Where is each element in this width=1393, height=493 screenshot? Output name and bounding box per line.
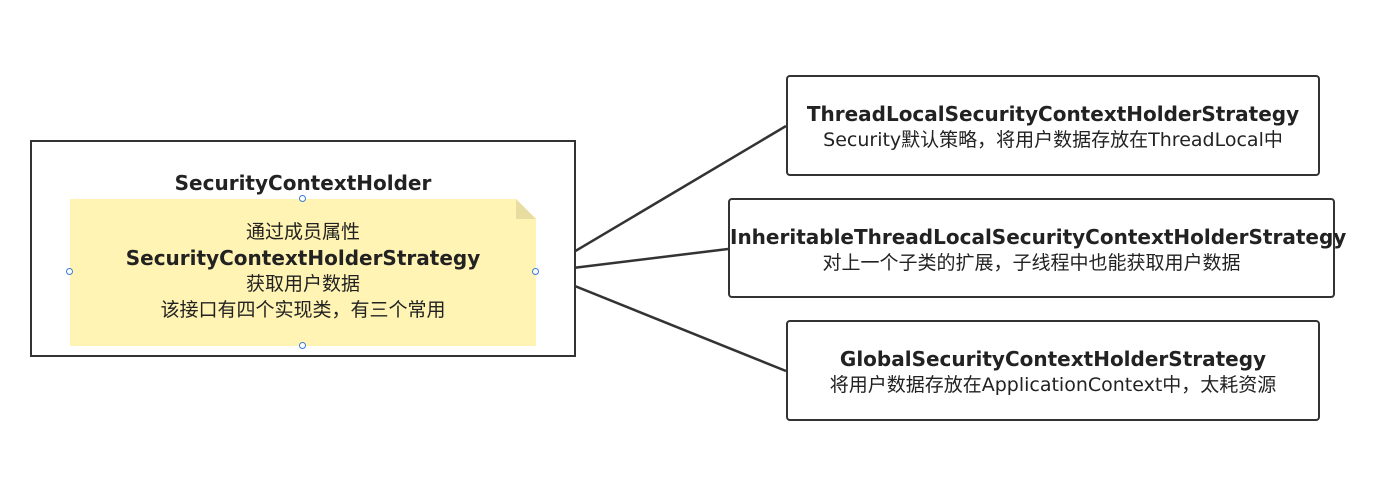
note-line-2: SecurityContextHolderStrategy [125,246,481,270]
note-text: 通过成员属性 SecurityContextHolderStrategy 获取用… [70,219,536,323]
holder-title: SecurityContextHolder [174,171,432,195]
strategy-description: Security默认策略，将用户数据存放在ThreadLocal中 [823,129,1283,151]
connector-global[interactable] [526,261,787,373]
strategy-description: 对上一个子类的扩展，子线程中也能获取用户数据 [822,252,1241,274]
note-shape [70,199,536,346]
note-line-1: 通过成员属性 [245,221,360,243]
selection-handle-bottom[interactable] [299,342,306,349]
connector-threadlocal[interactable] [526,124,787,285]
selection-handle-top[interactable] [299,195,306,202]
strategy-box-threadlocal[interactable]: ThreadLocalSecurityContextHolderStrategy… [786,75,1320,176]
note-line-3: 获取用户数据 [245,273,360,295]
selection-handle-right[interactable] [532,268,539,275]
strategy-box-global[interactable]: GlobalSecurityContextHolderStrategy 将用户数… [786,320,1320,421]
strategy-description: 将用户数据存放在ApplicationContext中，太耗资源 [829,374,1277,396]
holder-note[interactable]: 通过成员属性 SecurityContextHolderStrategy 获取用… [70,199,536,346]
selection-handle-left[interactable] [66,268,73,275]
strategy-title: ThreadLocalSecurityContextHolderStrategy [806,102,1300,126]
strategy-title: GlobalSecurityContextHolderStrategy [839,347,1267,371]
note-line-4: 该接口有四个实现类，有三个常用 [160,299,446,321]
strategy-box-inheritable[interactable]: InheritableThreadLocalSecurityContextHol… [728,198,1347,298]
strategy-title: InheritableThreadLocalSecurityContextHol… [730,225,1347,249]
